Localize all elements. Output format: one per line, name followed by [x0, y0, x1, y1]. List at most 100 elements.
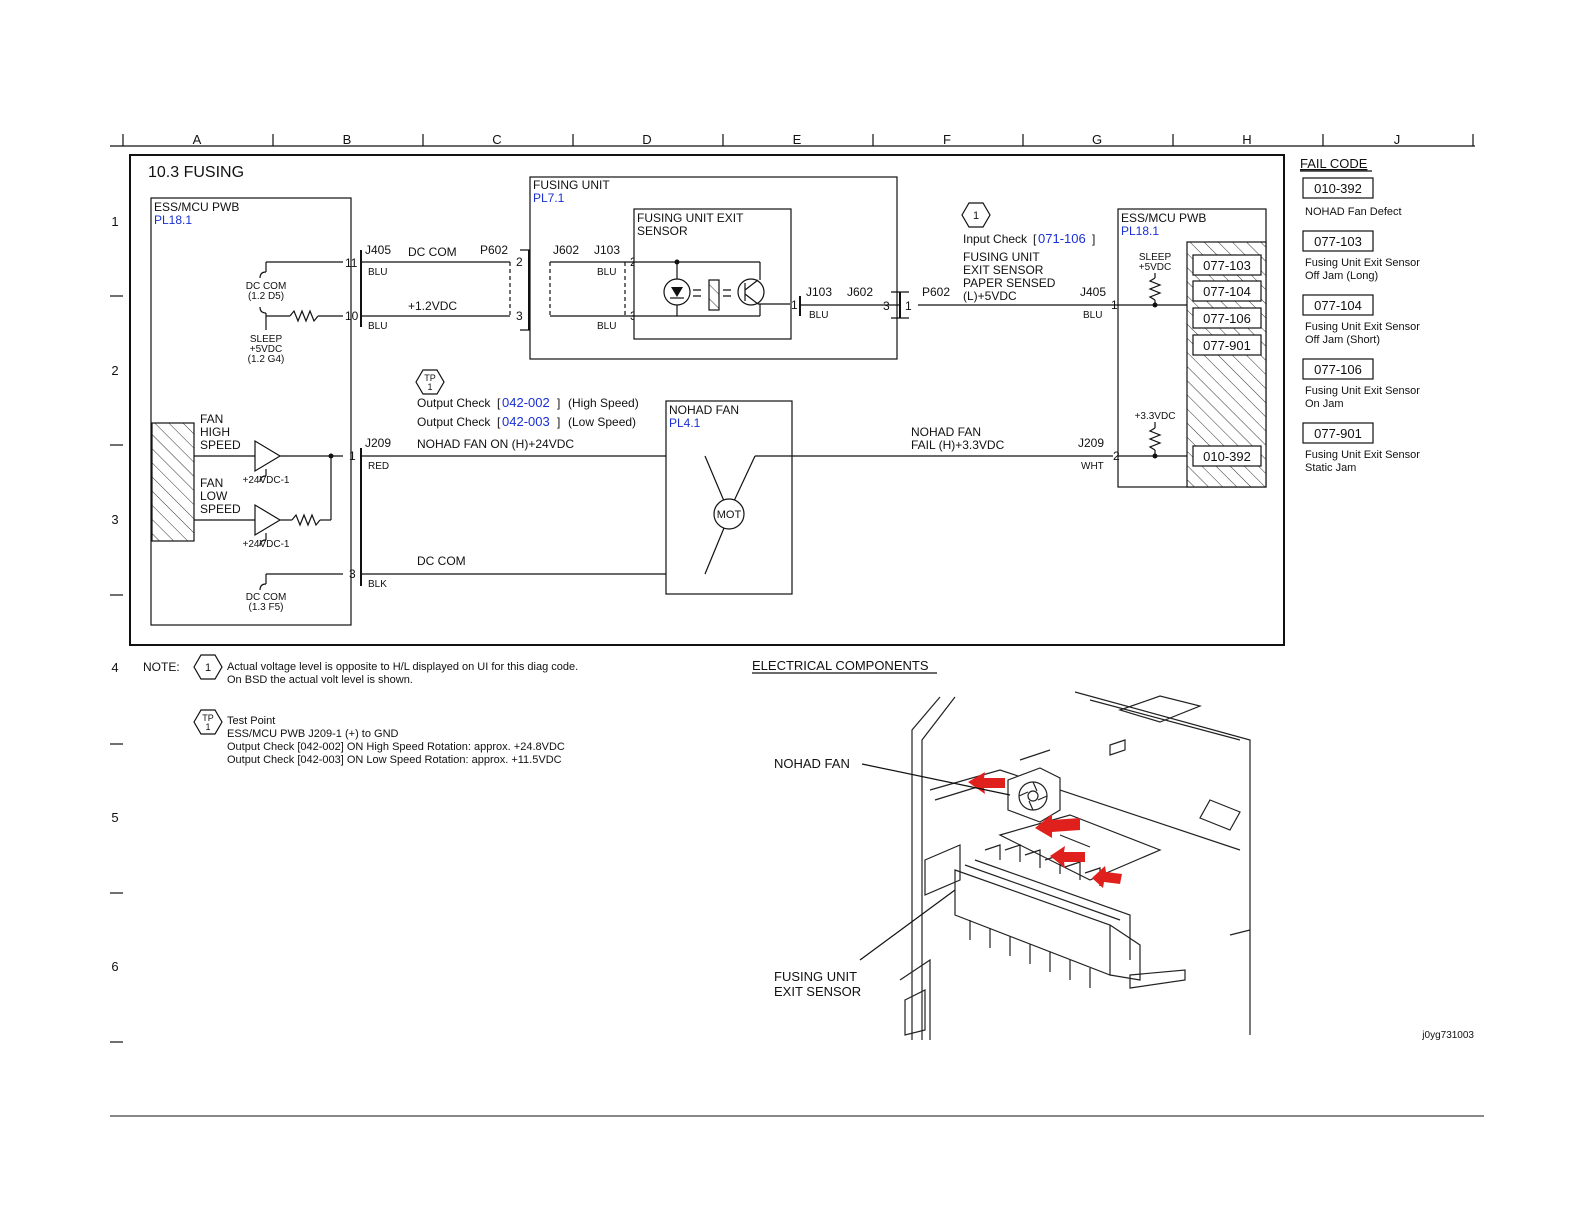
- exit-sensor-pin-1: 1: [791, 298, 798, 312]
- right-pwb-ref[interactable]: PL18.1: [1121, 224, 1159, 238]
- j602-pin-3: 3: [883, 299, 890, 313]
- j209-pin-3: 3: [349, 567, 356, 581]
- test-point-legend-top: TP: [202, 713, 214, 723]
- wire-red: RED: [368, 461, 389, 472]
- fan-low-label-3: SPEED: [200, 502, 241, 516]
- dc-com-ref: (1.2 D5): [248, 291, 284, 302]
- left-pwb-name: ESS/MCU PWB: [154, 200, 239, 214]
- left-pwb-ref[interactable]: PL18.1: [154, 213, 192, 227]
- grid-reference: A B C D E F G H J 1 2 3 4 5 6: [110, 132, 1475, 1043]
- pwb-code-list: 077-103 077-104 077-106 077-901 010-392: [1192, 254, 1262, 467]
- fusing-unit-name: FUSING UNIT: [533, 178, 610, 192]
- output-bracket-close-2: ]: [557, 415, 560, 429]
- pin-10: 10: [345, 309, 359, 323]
- fan-high-label-3: SPEED: [200, 438, 241, 452]
- col-label-c: C: [492, 132, 501, 147]
- fusing-unit-ref[interactable]: PL7.1: [533, 191, 565, 205]
- right-pwb-name: ESS/MCU PWB: [1121, 211, 1206, 225]
- sleep-resistor: [259, 306, 343, 330]
- input-check: 1 Input Check [ 071-106 ] FUSING UNIT EX…: [961, 202, 1095, 303]
- motor-label: MOT: [717, 509, 742, 521]
- signal-dc-com: DC COM: [408, 245, 457, 259]
- input-check-bracket-close: ]: [1092, 232, 1095, 246]
- wire-wht: WHT: [1081, 461, 1104, 472]
- fan-wiring: 1 3 J209 RED BLK NOHAD FAN ON (H)+24VDC …: [349, 436, 705, 590]
- output-bracket-open-2: [: [497, 415, 501, 429]
- sensor-signal-2: EXIT SENSOR: [963, 263, 1044, 277]
- wire-blu-3: BLU: [597, 267, 616, 278]
- j602-label: J602: [553, 243, 579, 257]
- p602-pin-2: 2: [516, 255, 523, 269]
- fan-low-label-2: LOW: [200, 489, 228, 503]
- fan-high-label-2: HIGH: [200, 425, 230, 439]
- note-1-symbol-legend: [193, 654, 223, 680]
- sleep-voltage: +5VDC: [250, 344, 283, 355]
- j103-label-2: J103: [806, 285, 832, 299]
- wire-blu-1: BLU: [368, 267, 387, 278]
- pullup-resistor-1: [1113, 273, 1187, 308]
- output-check: TP 1 Output Check [ 042-002 ] (High Spee…: [415, 369, 639, 429]
- col-label-b: B: [343, 132, 352, 147]
- pwb-code-3: 077-106: [1203, 311, 1251, 326]
- v24-label-1: +24VDC-1: [243, 475, 290, 486]
- j209-label-left: J209: [365, 436, 391, 450]
- exit-sensor-title-2: SENSOR: [637, 224, 688, 238]
- nohad-fan-ref[interactable]: PL4.1: [669, 416, 701, 430]
- pwb-code-2: 077-104: [1203, 284, 1251, 299]
- p602-pin-3: 3: [516, 309, 523, 323]
- col-label-j: J: [1394, 132, 1401, 147]
- pin-11: 11: [345, 256, 358, 270]
- input-check-bracket-open: [: [1033, 232, 1037, 246]
- note-1-number: 1: [973, 210, 979, 222]
- col-label-e: E: [793, 132, 802, 147]
- connector-j405-left: J405 11 10 BLU BLU DC COM +1.2VDC: [345, 243, 511, 332]
- test-point-symbol: [415, 369, 445, 395]
- input-check-code[interactable]: 071-106: [1038, 231, 1086, 246]
- pwb-code-1: 077-103: [1203, 258, 1251, 273]
- output-check-high-code[interactable]: 042-002: [502, 395, 550, 410]
- j405-label-right: J405: [1080, 285, 1106, 299]
- fan-drivers: [194, 439, 343, 547]
- fan-low-label-1: FAN: [200, 476, 223, 490]
- signal-fan-on: NOHAD FAN ON (H)+24VDC: [417, 437, 574, 451]
- test-point-legend-bottom: 1: [205, 722, 210, 732]
- dc-com-label: DC COM: [246, 281, 287, 292]
- fan-illustration: [1007, 767, 1061, 823]
- ground-symbol: [259, 261, 343, 279]
- p602-label-2: P602: [922, 285, 950, 299]
- col-label-f: F: [943, 132, 951, 147]
- printer-illustration: [899, 691, 1251, 1040]
- p602-label: P602: [480, 243, 508, 257]
- fail-code-title: FAIL CODE: [1300, 156, 1368, 171]
- fail-code-5-desc-2: Static Jam: [1305, 462, 1356, 474]
- notes: NOTE: 1 Actual voltage level is opposite…: [143, 654, 578, 766]
- row-label-1: 1: [111, 214, 118, 229]
- j209-pin-2: 2: [1113, 449, 1120, 463]
- test-point-line-3: Output Check [042-003] ON Low Speed Rota…: [227, 754, 562, 766]
- section-title: 10.3 FUSING: [148, 164, 244, 181]
- output-check-prefix-2: Output Check: [417, 415, 491, 429]
- row-label-4: 4: [111, 660, 118, 675]
- signal-dc-com-2: DC COM: [417, 554, 466, 568]
- sensor-signal-3: PAPER SENSED: [963, 276, 1056, 290]
- fail-code-2-desc-1: Fusing Unit Exit Sensor: [1305, 257, 1420, 269]
- electrical-sensor-label-1: FUSING UNIT: [774, 969, 857, 984]
- output-bracket-close-1: ]: [557, 396, 560, 410]
- output-check-low-suffix: (Low Speed): [568, 415, 636, 429]
- dc-com-ref-2: (1.3 F5): [248, 602, 283, 613]
- output-check-low-code[interactable]: 042-003: [502, 414, 550, 429]
- test-point-line-1: ESS/MCU PWB J209-1 (+) to GND: [227, 728, 399, 740]
- signal-12v: +1.2VDC: [408, 299, 457, 313]
- exit-sensor-box: [633, 208, 792, 340]
- fan-fail-signal: NOHAD FAN FAIL (H)+3.3VDC J209 WHT 2: [911, 425, 1187, 472]
- wire-blu-4: BLU: [597, 321, 616, 332]
- nohad-fan-box: NOHAD FAN PL4.1 MOT: [665, 400, 1113, 595]
- pwb-code-5: 010-392: [1203, 449, 1251, 464]
- note-1-legend-number: 1: [205, 662, 211, 674]
- fail-code-5-desc-1: Fusing Unit Exit Sensor: [1305, 449, 1420, 461]
- fail-code-2-desc-2: Off Jam (Long): [1305, 270, 1378, 282]
- col-label-d: D: [642, 132, 651, 147]
- wire-blu-6: BLU: [1083, 310, 1102, 321]
- j209-label-right: J209: [1078, 436, 1104, 450]
